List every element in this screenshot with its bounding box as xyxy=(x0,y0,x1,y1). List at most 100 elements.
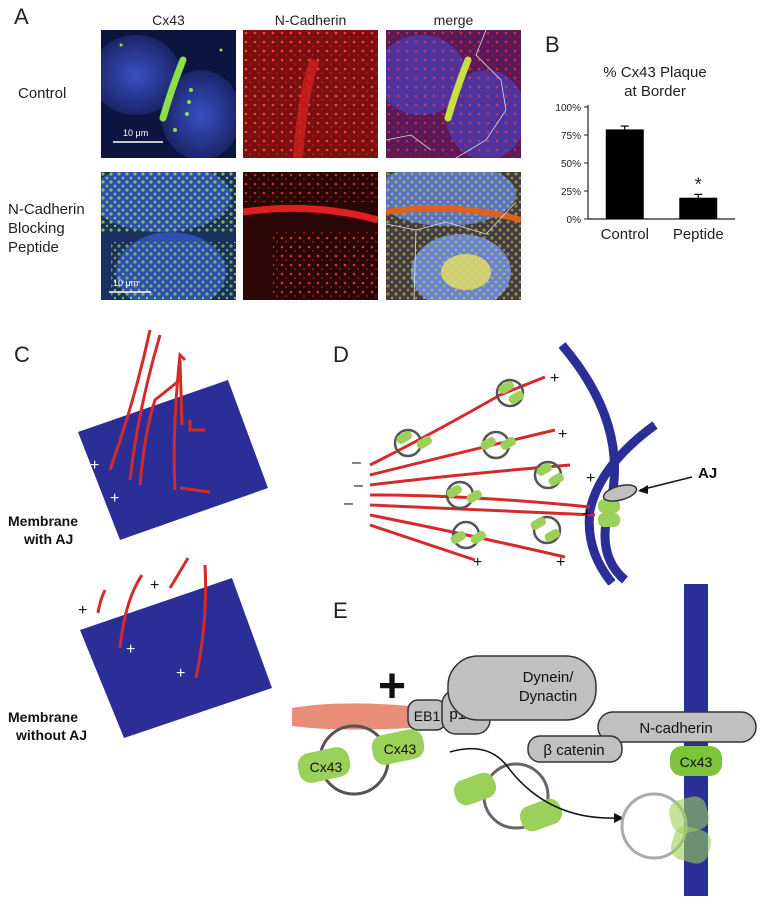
micrograph-peptide-merge xyxy=(386,172,521,300)
label-without-aj-2: without AJ xyxy=(15,727,87,743)
micrograph-control-merge xyxy=(386,30,521,158)
cx43-label-1: Cx43 xyxy=(310,759,343,775)
chart-bars xyxy=(605,125,718,219)
image-peptide-cx43: 10 μm xyxy=(101,172,236,300)
microtubule-3 xyxy=(138,378,181,486)
aj-label: AJ xyxy=(698,465,717,482)
microtubule-e xyxy=(292,703,420,730)
y-tick-label: 75% xyxy=(561,131,581,142)
plus-c2: + xyxy=(110,490,119,507)
image-control-merge xyxy=(386,30,521,158)
ncadherin-label: N-cadherin xyxy=(639,720,712,737)
microtubule-10 xyxy=(168,557,190,589)
row-label-control: Control xyxy=(18,85,67,102)
category-label: Control xyxy=(601,226,649,243)
panel-b-label: B xyxy=(545,32,560,57)
vesicle-d4 xyxy=(533,460,564,490)
cx43-membrane xyxy=(670,746,722,776)
panel-e-label: E xyxy=(333,598,348,623)
row-label-peptide: N-Cadherin Blocking Peptide xyxy=(8,200,85,257)
y-tick-label: 25% xyxy=(561,187,581,198)
micrograph-peptide-ncadherin xyxy=(243,172,378,300)
aj-complex xyxy=(602,484,638,502)
panel-d-diagram: AJ + + + + + + – – – xyxy=(344,342,717,585)
category-label: Peptide xyxy=(673,226,724,243)
vesicle-d1 xyxy=(495,378,525,408)
membrane-without-aj xyxy=(80,578,272,738)
plus-d6: + xyxy=(556,554,565,571)
chart-title-line2: at Border xyxy=(624,83,686,100)
minus-d3: – xyxy=(344,495,353,512)
vesicle-d2 xyxy=(393,428,432,458)
plus-c1: + xyxy=(90,457,99,474)
plus-c4: + xyxy=(150,577,159,594)
microtubule-2 xyxy=(128,334,162,481)
label-without-aj-1: Membrane xyxy=(8,709,78,725)
bar-chart: % Cx43 Plaque at Border 0%25%50%75%100% … xyxy=(555,64,735,243)
bcatenin-label: β catenin xyxy=(543,742,604,759)
eb1-label: EB1 xyxy=(414,708,441,724)
row-label-peptide-line2: Blocking xyxy=(8,220,65,237)
y-tick-label: 50% xyxy=(561,159,581,170)
y-tick-label: 0% xyxy=(567,215,582,226)
panel-c-diagram: + + Membrane with AJ + + + + Membrane wi… xyxy=(8,329,272,743)
panel-e-diagram: + EB1 p150 Dynein/ Dynactin N-cadherin β… xyxy=(292,584,757,896)
vesicle-d5 xyxy=(445,480,482,510)
plus-d5: + xyxy=(473,554,482,571)
label-with-aj-2: with AJ xyxy=(23,531,73,547)
column-title-cx43: Cx43 xyxy=(152,12,185,28)
column-title-merge: merge xyxy=(433,12,474,28)
dynein-label-1: Dynein/ xyxy=(523,669,575,686)
plus-c3: + xyxy=(78,602,87,619)
ncadherin-box xyxy=(597,711,757,743)
bar-control xyxy=(605,129,644,219)
row-label-peptide-line3: Peptide xyxy=(8,239,59,256)
plus-c6: + xyxy=(176,665,185,682)
image-control-ncadherin xyxy=(243,30,378,158)
scale-bar-label-1: 10 μm xyxy=(123,128,148,138)
vesicle-d6 xyxy=(530,515,562,545)
significance-star: * xyxy=(695,174,702,194)
plus-d2: + xyxy=(558,426,567,443)
microtubule-5 xyxy=(188,420,205,432)
microtubule-9 xyxy=(118,574,144,649)
bar-peptide xyxy=(679,197,718,219)
image-peptide-merge xyxy=(386,172,521,300)
panel-a-label: A xyxy=(14,4,29,29)
plus-e: + xyxy=(378,660,406,713)
dynein-label-2: Dynactin xyxy=(519,688,577,705)
column-title-ncadherin: N-Cadherin xyxy=(274,12,347,28)
chart-categories: Control Peptide xyxy=(601,226,724,243)
image-control-cx43: 10 μm xyxy=(101,30,236,158)
micrograph-control-ncadherin xyxy=(243,30,378,158)
cx43-label-2: Cx43 xyxy=(384,741,417,757)
panel-c-label: C xyxy=(14,342,30,367)
microtubule-8 xyxy=(96,589,107,614)
panel-d-label: D xyxy=(333,342,349,367)
vesicle-d3 xyxy=(480,430,516,460)
chart-title-line1: % Cx43 Plaque xyxy=(603,64,706,81)
membrane-d2 xyxy=(584,421,658,585)
image-peptide-ncadherin xyxy=(243,172,378,300)
minus-d2: – xyxy=(354,477,363,494)
dynein-complex xyxy=(447,655,597,721)
label-with-aj-1: Membrane xyxy=(8,513,78,529)
microtubule-11 xyxy=(194,564,208,679)
plus-d3: + xyxy=(586,470,595,487)
microtubule-1 xyxy=(108,329,152,471)
plus-c5: + xyxy=(126,641,135,658)
row-label-peptide-line1: N-Cadherin xyxy=(8,201,85,218)
micrograph-control-cx43: 10 μm xyxy=(101,35,236,158)
microtubule-7 xyxy=(178,359,184,426)
y-tick-label: 100% xyxy=(555,103,581,114)
chart-ticks: 0% 25% 50% 75% 100% xyxy=(555,103,588,226)
scale-bar-label-2: 10 μm xyxy=(113,278,138,288)
vesicle-d7 xyxy=(450,520,486,550)
plus-d4: + xyxy=(582,506,591,523)
plus-d1: + xyxy=(550,370,559,387)
bcatenin-box xyxy=(527,735,623,763)
microtubule-6 xyxy=(179,486,211,494)
micrograph-peptide-cx43: 10 μm xyxy=(101,172,236,300)
minus-d1: – xyxy=(352,454,361,471)
cx43-label-membrane: Cx43 xyxy=(680,754,713,770)
